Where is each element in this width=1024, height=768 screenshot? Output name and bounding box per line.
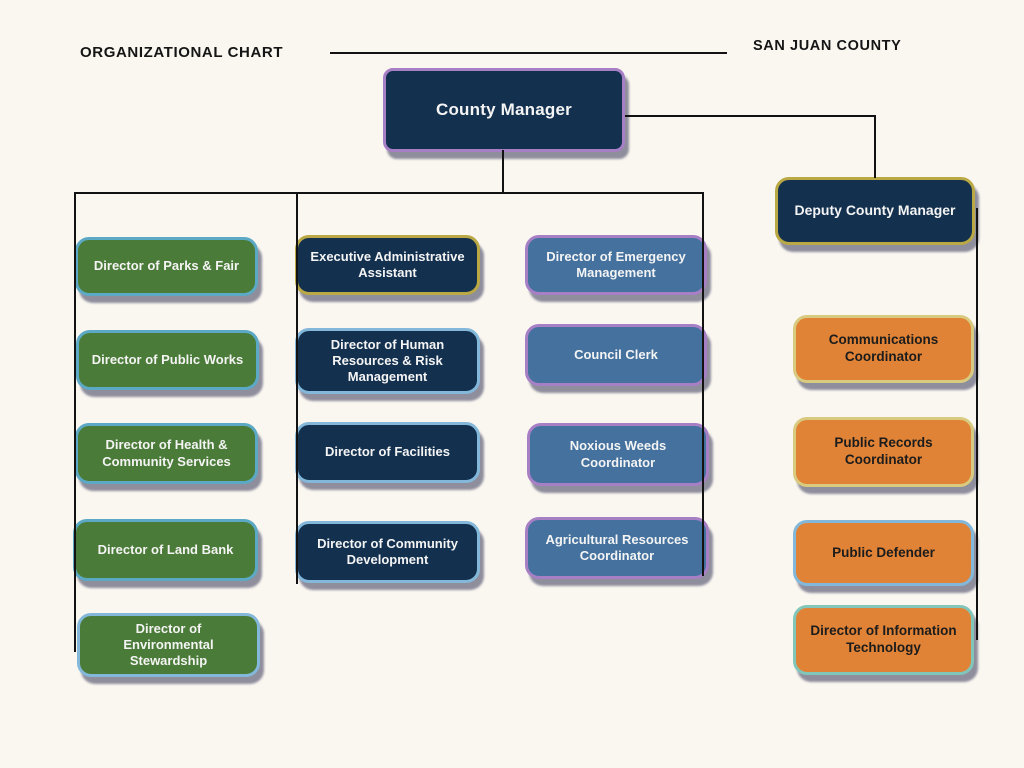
org-node-health-community-services: Director of Health & Community Services bbox=[75, 423, 258, 484]
org-node-environmental-stewardship: Director of Environmental Stewardship bbox=[77, 613, 260, 677]
org-node-emergency-management: Director of Emergency Management bbox=[525, 235, 707, 295]
page-title: ORGANIZATIONAL CHART bbox=[80, 44, 284, 61]
org-node-label: Director of Health & Community Services bbox=[102, 437, 231, 469]
header-rule-line bbox=[330, 52, 727, 54]
org-node-council-clerk: Council Clerk bbox=[525, 324, 707, 386]
org-node-label: County Manager bbox=[436, 100, 572, 120]
org-node-label: Communications Coordinator bbox=[828, 332, 939, 364]
org-node-label: Director of Parks & Fair bbox=[93, 258, 240, 274]
connector-deputy-drop bbox=[874, 115, 876, 178]
connector-root-drop bbox=[502, 150, 504, 193]
org-node-facilities: Director of Facilities bbox=[295, 422, 480, 483]
org-node-label: Director of Community Development bbox=[317, 535, 458, 567]
org-node-label: Council Clerk bbox=[574, 346, 658, 362]
org-node-label: Director of Facilities bbox=[325, 444, 450, 460]
org-node-label: Executive Administrative Assistant bbox=[310, 248, 465, 280]
org-node-public-works: Director of Public Works bbox=[76, 330, 259, 390]
connector-root-to-deputy-horizontal bbox=[625, 115, 876, 117]
org-node-communications-coordinator: Communications Coordinator bbox=[793, 315, 974, 383]
org-node-public-records-coordinator: Public Records Coordinator bbox=[793, 417, 974, 487]
org-name-title: SAN JUAN COUNTY bbox=[753, 38, 902, 54]
org-node-human-resources-risk: Director of Human Resources & Risk Manag… bbox=[295, 328, 480, 394]
org-node-information-technology: Director of Information Technology bbox=[793, 605, 974, 675]
org-node-noxious-weeds-coordinator: Noxious Weeds Coordinator bbox=[527, 423, 709, 486]
org-node-county-manager: County Manager bbox=[383, 68, 625, 152]
org-node-deputy-county-manager: Deputy County Manager bbox=[775, 177, 975, 245]
connector-right-spine bbox=[702, 192, 704, 576]
org-node-agricultural-resources-coordinator: Agricultural Resources Coordinator bbox=[525, 517, 709, 579]
org-node-label: Director of Emergency Management bbox=[546, 248, 686, 280]
org-node-label: Agricultural Resources Coordinator bbox=[545, 531, 689, 563]
org-node-label: Director of Environmental Stewardship bbox=[123, 620, 214, 669]
org-node-parks-fair: Director of Parks & Fair bbox=[75, 237, 258, 296]
org-node-label: Noxious Weeds Coordinator bbox=[569, 438, 667, 470]
org-node-label: Director of Land Bank bbox=[97, 541, 234, 557]
org-node-land-bank: Director of Land Bank bbox=[73, 519, 258, 581]
org-node-label: Public Defender bbox=[832, 544, 935, 560]
org-node-community-development: Director of Community Development bbox=[295, 521, 480, 583]
connector-main-horizontal bbox=[74, 192, 704, 194]
connector-mid-spine bbox=[296, 192, 298, 584]
org-node-label: Deputy County Manager bbox=[794, 202, 956, 219]
org-node-public-defender: Public Defender bbox=[793, 520, 974, 586]
org-node-label: Director of Human Resources & Risk Manag… bbox=[330, 336, 445, 385]
connector-left-spine bbox=[74, 192, 76, 652]
org-node-label: Public Records Coordinator bbox=[834, 435, 933, 467]
org-node-executive-administrative-assistant: Executive Administrative Assistant bbox=[295, 235, 480, 295]
org-node-label: Director of Public Works bbox=[91, 351, 244, 367]
org-node-label: Director of Information Technology bbox=[810, 623, 957, 655]
connector-deputy-spine bbox=[976, 208, 978, 640]
